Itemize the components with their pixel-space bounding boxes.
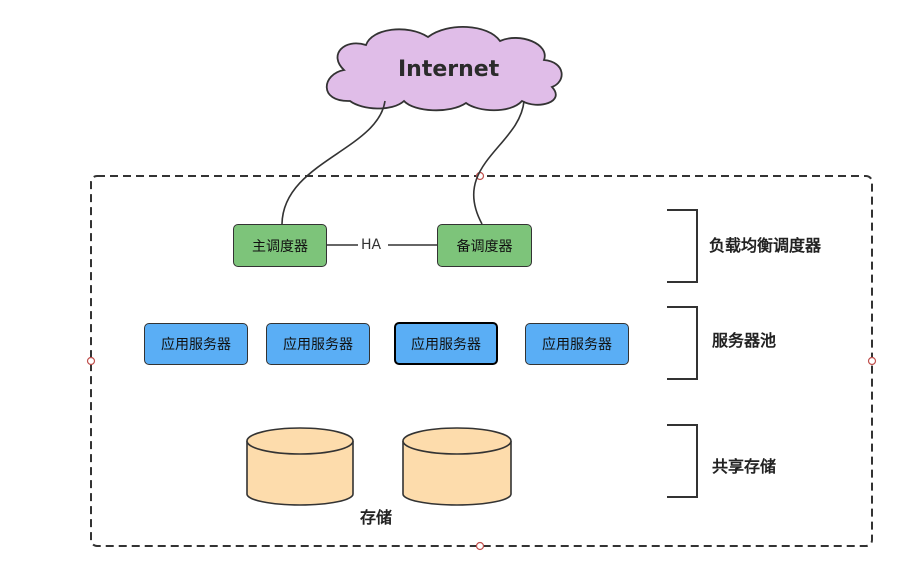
selection-handle-left[interactable]	[86, 356, 96, 366]
ha-label: HA	[361, 237, 382, 253]
app-server-label: 应用服务器	[411, 336, 481, 353]
bracket-pool	[667, 306, 698, 380]
bracket-shared	[667, 424, 698, 498]
storage-label: 存储	[360, 508, 393, 527]
backup-dispatcher-label: 备调度器	[456, 238, 513, 255]
primary-dispatcher-box[interactable]: 主调度器	[233, 224, 327, 267]
bracket-balancer	[667, 209, 698, 283]
primary-dispatcher-label: 主调度器	[252, 238, 308, 255]
selection-handle-bottom[interactable]	[475, 541, 485, 551]
app-server-label: 应用服务器	[283, 337, 353, 353]
app-server-box-2[interactable]: 应用服务器	[266, 323, 370, 365]
layer-label-balancer: 负载均衡调度器	[709, 236, 822, 255]
selection-handle-right[interactable]	[867, 356, 877, 366]
link-internet-primary	[281, 100, 386, 225]
app-server-box-1[interactable]: 应用服务器	[144, 323, 248, 365]
backup-dispatcher-box[interactable]: 备调度器	[437, 224, 532, 267]
app-server-label: 应用服务器	[161, 337, 231, 353]
app-server-label: 应用服务器	[542, 337, 612, 353]
app-server-box-3[interactable]: 应用服务器	[394, 322, 498, 365]
internet-label: Internet	[398, 57, 500, 82]
link-internet-backup	[473, 100, 525, 225]
internet-cloud[interactable]	[325, 26, 563, 112]
layer-label-shared: 共享存储	[712, 457, 777, 476]
storage-cylinder-1[interactable]	[246, 427, 354, 506]
app-server-box-4[interactable]: 应用服务器	[525, 323, 629, 365]
layer-label-pool: 服务器池	[712, 331, 777, 350]
storage-cylinder-2[interactable]	[402, 427, 512, 506]
